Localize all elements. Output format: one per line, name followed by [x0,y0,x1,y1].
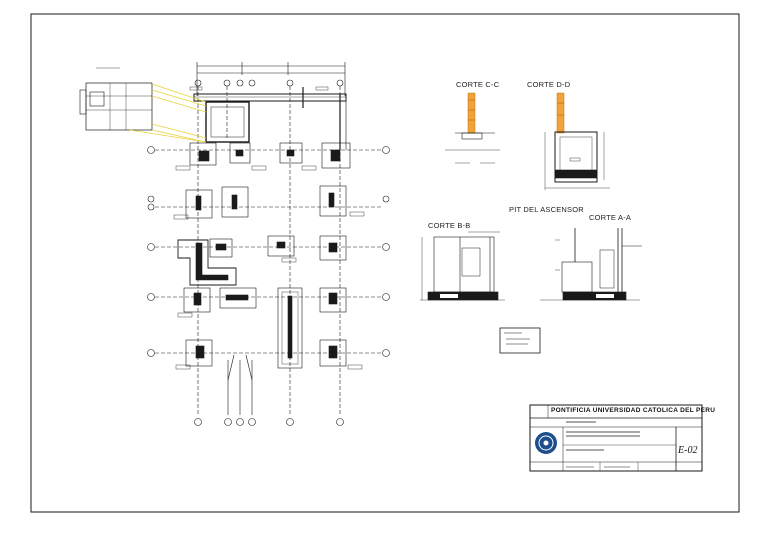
university-name: PONTIFICIA UNIVERSIDAD CATOLICA DEL PERU [551,407,716,414]
corte-bb-drawing [420,231,505,301]
corte-aa-title: CORTE A-A [589,213,632,222]
corte-dd-title: CORTE D-D [527,80,571,89]
title-block [529,404,703,472]
notes-box [499,327,541,354]
corte-aa-drawing [540,228,642,301]
corte-cc-drawing [445,92,500,164]
corte-dd-drawing [544,92,610,190]
detail-callout [79,67,207,143]
sheet-code: E-02 [678,445,698,456]
pit-ascensor-title: PIT DEL ASCENSOR [509,205,584,214]
corte-cc-title: CORTE C-C [456,80,500,89]
sheet-border [30,13,740,513]
university-logo [535,432,557,454]
corte-bb-title: CORTE B-B [428,221,471,230]
foundation-plan [147,62,390,426]
